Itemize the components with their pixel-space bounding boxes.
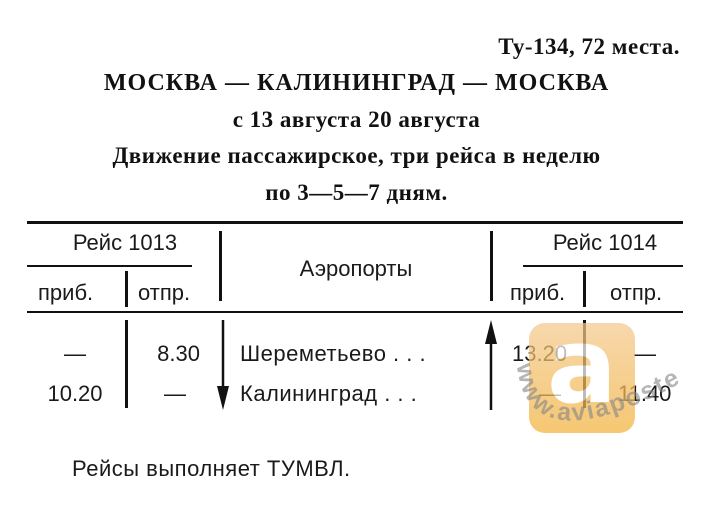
watermark-logo-icon: a bbox=[529, 305, 635, 433]
arrow-up-icon bbox=[485, 320, 497, 410]
table-row-1-airport: Шереметьево . . . bbox=[240, 341, 427, 366]
aircraft-type: Ту-134, 72 места. bbox=[498, 34, 680, 59]
table-row-2-out-arrival: 10.20 bbox=[47, 381, 103, 406]
header-sep-left bbox=[219, 231, 222, 301]
header-sep-out bbox=[125, 271, 128, 307]
table-row-1-back-departure: — bbox=[634, 341, 656, 366]
out-departure-header: отпр. bbox=[138, 280, 191, 305]
flight-1014-label: Рейс 1014 bbox=[552, 230, 658, 255]
flight-1014-underline bbox=[523, 265, 683, 267]
watermark-url-text: www.aviaposter.ru bbox=[463, 323, 683, 427]
table-header-bottom-rule bbox=[27, 311, 683, 313]
watermark-logo-letter: a bbox=[546, 305, 618, 427]
arrow-down-icon bbox=[217, 320, 229, 410]
svg-text:www.aviaposter.ru: www.aviaposter.ru bbox=[472, 345, 685, 427]
operator-note: Рейсы выполняет ТУМВЛ. bbox=[72, 456, 351, 481]
route-title: МОСКВА — КАЛИНИНГРАД — МОСКВА bbox=[103, 70, 610, 96]
table-row-2-airport: Калининград . . . bbox=[240, 381, 418, 406]
flight-1013-label: Рейс 1013 bbox=[72, 230, 178, 255]
table-row-2-out-departure: — bbox=[164, 381, 186, 406]
back-arrival-header: приб. bbox=[510, 280, 566, 305]
flight-1013-underline bbox=[27, 265, 192, 267]
period-dates: с 13 августа 20 августа bbox=[232, 107, 481, 132]
traffic-info: Движение пассажирское, три рейса в недел… bbox=[112, 143, 601, 168]
header-sep-right bbox=[490, 231, 493, 301]
airports-header: Аэропорты bbox=[299, 256, 413, 281]
table-row-1-out-arrival: — bbox=[64, 341, 86, 366]
table-row-1-out-departure: 8.30 bbox=[157, 341, 200, 366]
out-arrival-header: приб. bbox=[38, 280, 94, 305]
header-sep-back bbox=[583, 271, 586, 307]
table-top-rule bbox=[27, 221, 683, 224]
body-sep-out bbox=[125, 320, 128, 408]
days-of-week: по 3—5—7 дням. bbox=[265, 180, 448, 205]
watermark-url: www.aviaposter.ru bbox=[463, 323, 702, 485]
back-departure-header: отпр. bbox=[610, 280, 663, 305]
